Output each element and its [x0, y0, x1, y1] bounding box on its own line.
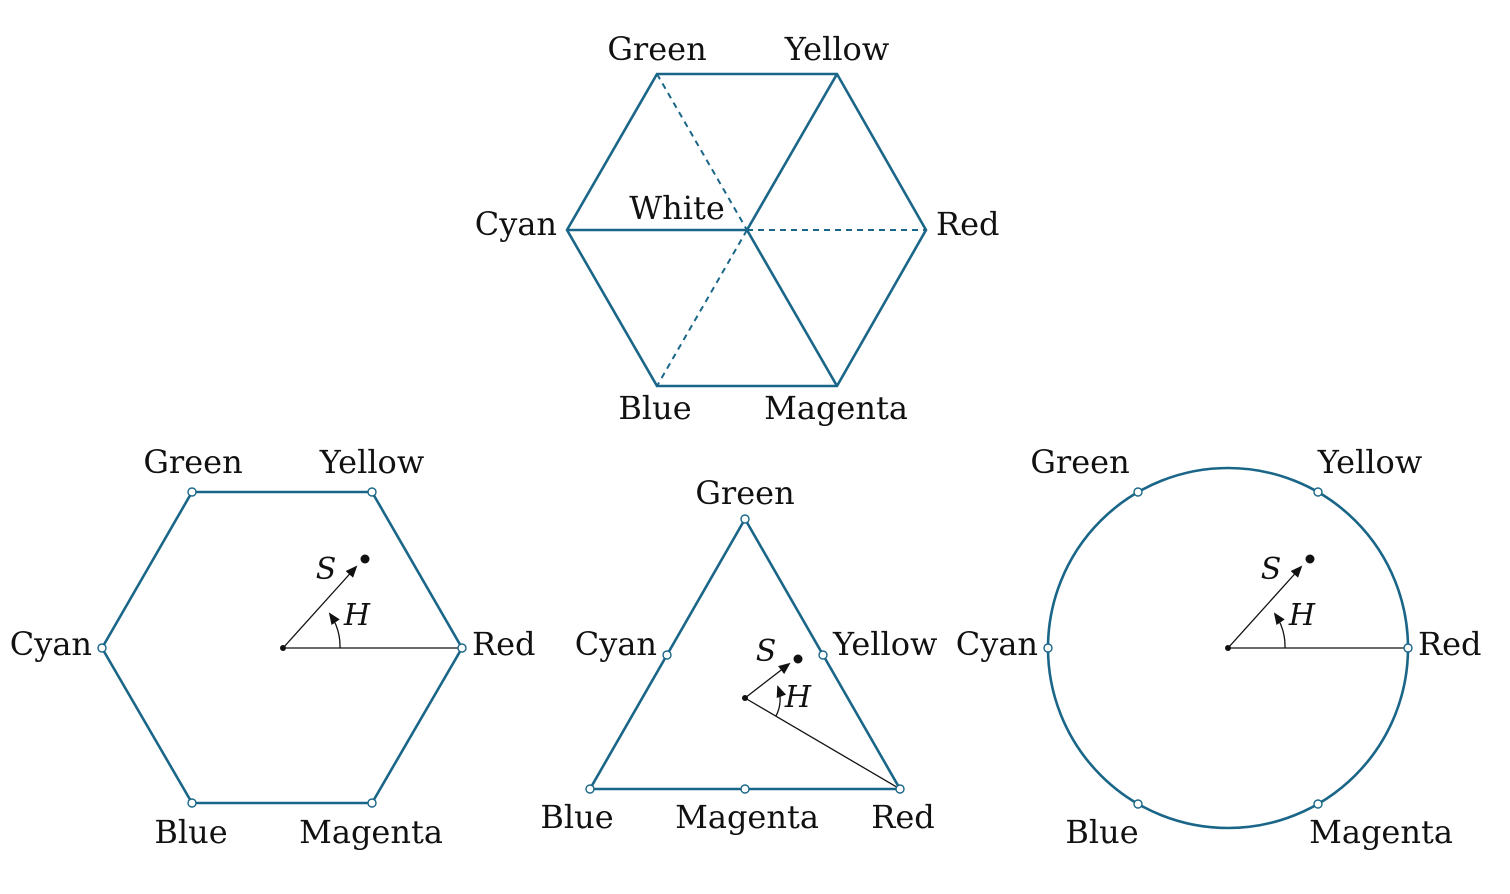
hexagon-plane-diagram: S H Green Yellow Cyan Red Blue Magenta — [10, 443, 536, 851]
hexagon-magenta-label: Magenta — [299, 813, 443, 851]
hexagon-cyan-label: Cyan — [10, 625, 92, 663]
triangle-saturation-arrow — [744, 662, 791, 699]
circle-hue-symbol: H — [1288, 598, 1316, 633]
top-white-label: White — [629, 189, 725, 227]
circle-blue-label: Blue — [1065, 813, 1138, 851]
triangle-cyan-point — [662, 650, 672, 660]
top-blue-label: Blue — [618, 389, 691, 427]
circle-hue-arc — [1273, 612, 1286, 649]
circle-green-label: Green — [1030, 443, 1129, 481]
circle-red-label: Red — [1418, 625, 1482, 663]
circle-red-point — [1403, 643, 1413, 653]
hexagon-saturation-symbol: S — [316, 552, 337, 587]
triangle-red-label: Red — [871, 798, 935, 836]
triangle-plane-diagram: S H Green Cyan Yellow Blue Magenta Red — [540, 474, 937, 836]
top-yellow-label: Yellow — [784, 30, 889, 68]
triangle-magenta-point — [740, 784, 750, 794]
circle-yellow-label: Yellow — [1317, 443, 1422, 481]
circle-plane-diagram: S H Green Yellow Cyan Red Blue Magenta — [956, 443, 1482, 851]
green-to-center-dashed-line — [656, 73, 748, 231]
top-magenta-label: Magenta — [764, 389, 908, 427]
triangle-green-label: Green — [695, 474, 794, 512]
hexagon-blue-vertex — [187, 798, 197, 808]
triangle-yellow-label: Yellow — [832, 625, 937, 663]
triangle-center-point — [742, 695, 748, 701]
hexagon-cyan-vertex — [97, 643, 107, 653]
blue-to-center-dashed-line — [656, 229, 748, 387]
triangle-red-vertex — [895, 784, 905, 794]
triangle-color-point — [793, 654, 803, 664]
top-hexagon-diagram: Green Yellow Cyan White Red Blue Magenta — [475, 30, 1000, 427]
circle-center-point — [1225, 645, 1231, 651]
yellow-to-center-line — [745, 73, 839, 231]
circle-magenta-point — [1313, 799, 1323, 809]
circle-saturation-arrow — [1227, 565, 1303, 649]
triangle-cyan-label: Cyan — [575, 625, 657, 663]
circle-green-point — [1133, 487, 1143, 497]
top-cyan-label: Cyan — [475, 205, 557, 243]
circle-saturation-symbol: S — [1261, 552, 1282, 587]
hexagon-red-label: Red — [472, 625, 536, 663]
hexagon-hue-arc — [328, 612, 341, 649]
triangle-green-vertex — [740, 514, 750, 524]
hexagon-yellow-vertex — [367, 487, 377, 497]
top-green-label: Green — [607, 30, 706, 68]
triangle-blue-label: Blue — [540, 798, 613, 836]
triangle-magenta-label: Magenta — [675, 798, 819, 836]
hexagon-saturation-arrow — [282, 565, 358, 649]
hexagon-green-label: Green — [143, 443, 242, 481]
hexagon-color-point — [360, 554, 370, 564]
triangle-reference-line — [744, 697, 901, 790]
hexagon-blue-label: Blue — [154, 813, 227, 851]
circle-cyan-point — [1043, 643, 1053, 653]
magenta-to-center-line — [745, 229, 839, 387]
hexagon-hue-symbol: H — [343, 598, 371, 633]
triangle-hue-symbol: H — [784, 680, 812, 715]
circle-blue-point — [1133, 799, 1143, 809]
hexagon-center-point — [280, 645, 286, 651]
circle-yellow-point — [1313, 487, 1323, 497]
top-red-label: Red — [936, 205, 1000, 243]
hexagon-magenta-vertex — [367, 798, 377, 808]
circle-cyan-label: Cyan — [956, 625, 1038, 663]
hexagon-yellow-label: Yellow — [319, 443, 424, 481]
triangle-hue-arc — [775, 685, 787, 717]
circle-color-point — [1305, 554, 1315, 564]
hexagon-green-vertex — [187, 487, 197, 497]
hexagon-red-vertex — [457, 643, 467, 653]
triangle-blue-vertex — [585, 784, 595, 794]
triangle-yellow-point — [818, 650, 828, 660]
triangle-saturation-symbol: S — [756, 634, 777, 669]
circle-magenta-label: Magenta — [1309, 813, 1453, 851]
